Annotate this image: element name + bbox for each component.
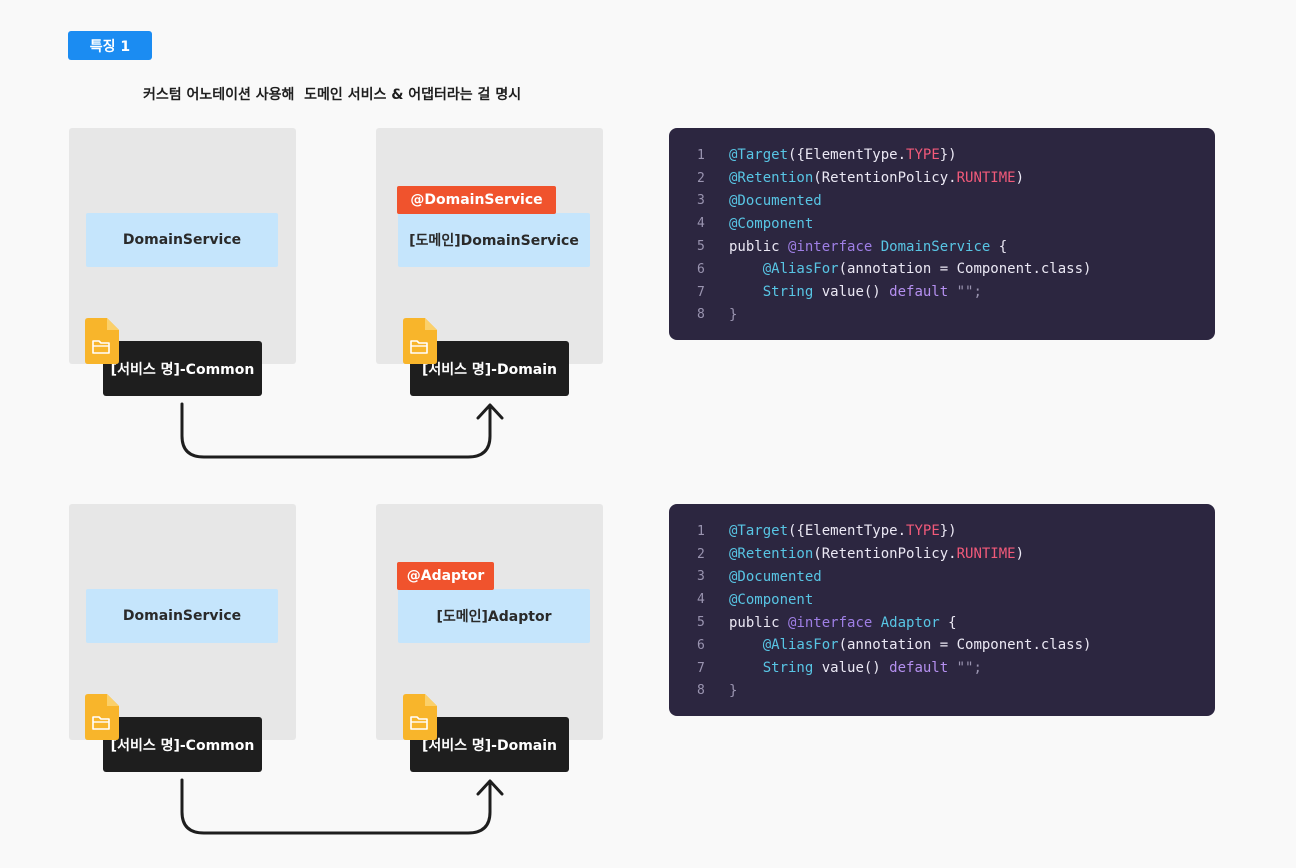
line-number: 6: [697, 637, 705, 653]
domain-module-label: [서비스 명]-Domain: [410, 717, 569, 772]
curved-arrow-up-icon: [180, 778, 504, 835]
line-number: 5: [697, 239, 705, 255]
code-line: 1@Target({ElementType.TYPE}): [669, 520, 1215, 543]
line-number: 7: [697, 660, 705, 676]
line-number: 1: [697, 523, 705, 539]
line-number: 4: [697, 592, 705, 608]
folder-icon: [403, 694, 437, 740]
code-line: 6 @AliasFor(annotation = Component.class…: [669, 634, 1215, 657]
line-number: 7: [697, 284, 705, 300]
code-line: 3@Documented: [669, 566, 1215, 589]
line-number: 8: [697, 683, 705, 699]
code-line: 7 String value() default "";: [669, 281, 1215, 304]
feature-badge: 특징 1: [68, 31, 152, 60]
code-block-domain-service: 1@Target({ElementType.TYPE}) 2@Retention…: [669, 128, 1215, 340]
line-number: 3: [697, 193, 705, 209]
line-number: 4: [697, 216, 705, 232]
common-domain-service-box: DomainService: [86, 589, 278, 643]
curved-arrow-up-icon: [180, 402, 504, 459]
code-line: 4@Component: [669, 212, 1215, 235]
line-number: 1: [697, 147, 705, 163]
folder-icon: [85, 318, 119, 364]
code-line: 2@Retention(RetentionPolicy.RUNTIME): [669, 167, 1215, 190]
code-line: 4@Component: [669, 588, 1215, 611]
common-module-label: [서비스 명]-Common: [103, 341, 262, 396]
code-line: 8}: [669, 304, 1215, 327]
code-line: 2@Retention(RetentionPolicy.RUNTIME): [669, 543, 1215, 566]
line-number: 2: [697, 546, 705, 562]
domain-service-box: [도메인]DomainService: [398, 213, 590, 267]
line-number: 6: [697, 261, 705, 277]
line-number: 5: [697, 615, 705, 631]
folder-icon: [85, 694, 119, 740]
line-number: 8: [697, 307, 705, 323]
diagram-subtitle: 커스텀 어노테이션 사용해 도메인 서비스 & 어댑터라는 걸 명시: [143, 87, 522, 103]
line-number: 2: [697, 170, 705, 186]
line-number: 3: [697, 569, 705, 585]
annotation-tag: @DomainService: [397, 186, 556, 214]
common-module-label: [서비스 명]-Common: [103, 717, 262, 772]
code-line: 8}: [669, 680, 1215, 703]
folder-icon: [403, 318, 437, 364]
code-line: 3@Documented: [669, 190, 1215, 213]
code-line: 6 @AliasFor(annotation = Component.class…: [669, 258, 1215, 281]
code-line: 7 String value() default "";: [669, 657, 1215, 680]
common-domain-service-box: DomainService: [86, 213, 278, 267]
adaptor-service-box: [도메인]Adaptor: [398, 589, 590, 643]
code-block-adaptor: 1@Target({ElementType.TYPE}) 2@Retention…: [669, 504, 1215, 716]
code-line: 1@Target({ElementType.TYPE}): [669, 144, 1215, 167]
annotation-tag: @Adaptor: [397, 562, 494, 590]
